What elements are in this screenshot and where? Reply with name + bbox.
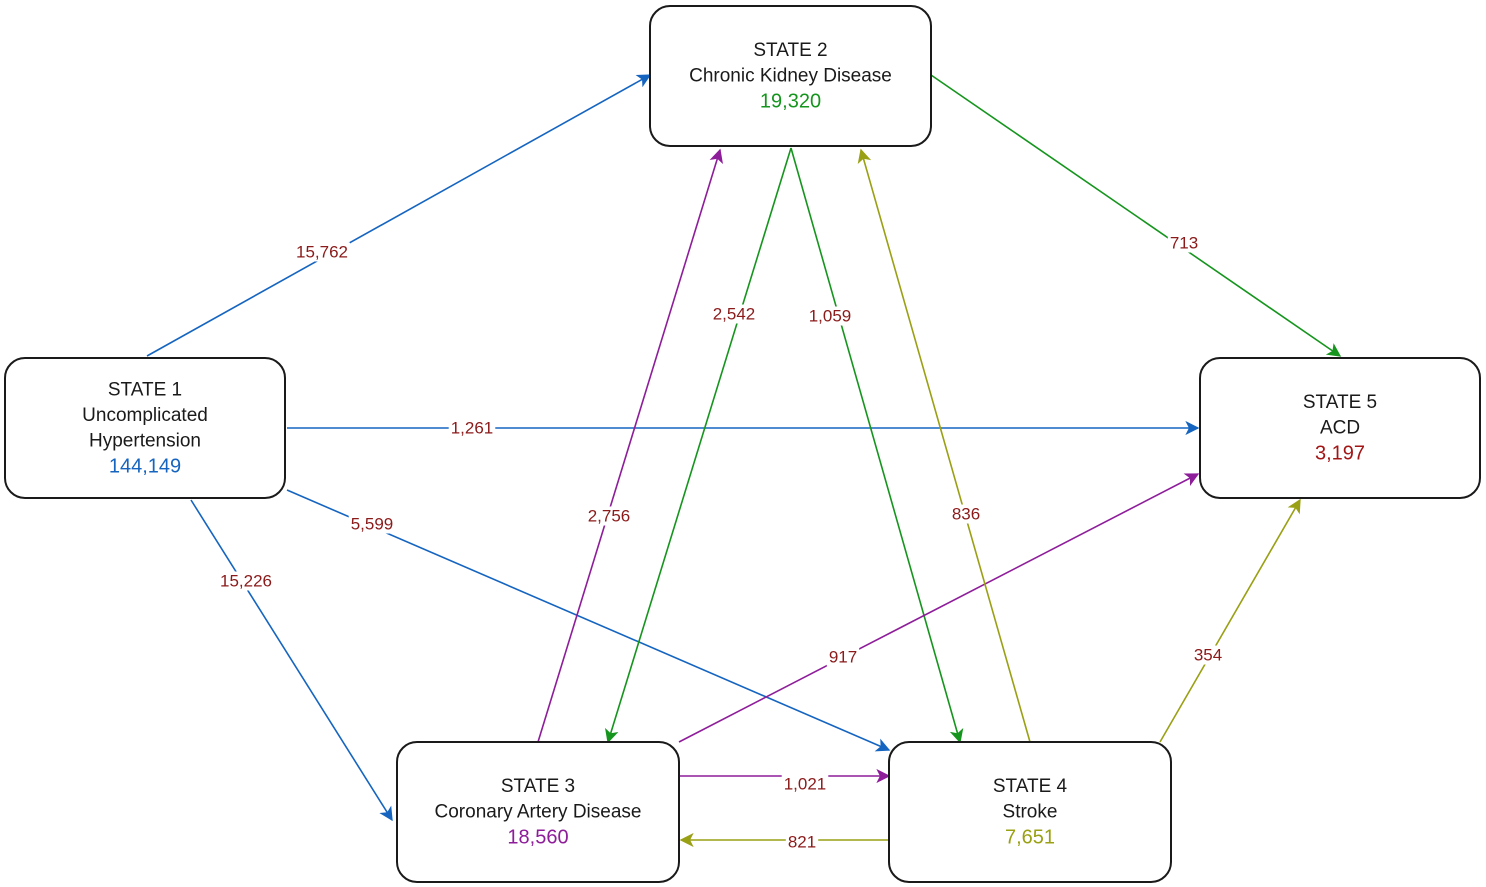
- edge-label-background: [294, 242, 350, 262]
- node-box: [1199, 357, 1481, 499]
- edge-s4-to-s3: 821: [679, 832, 889, 852]
- edge-arrow-line: [605, 147, 792, 744]
- node-name-label: Uncomplicated: [82, 405, 208, 426]
- edge-count-label: 2,542: [713, 305, 756, 324]
- edge-s2-to-s4: 1,059: [790, 147, 964, 744]
- node-state-label: STATE 3: [501, 776, 575, 797]
- node-state-2: STATE 2 Chronic Kidney Disease 19,320: [649, 5, 932, 147]
- edge-arrow-line: [930, 74, 1342, 357]
- node-state-label: STATE 1: [108, 379, 182, 400]
- edge-label-background: [710, 304, 758, 324]
- node-state-4: STATE 4 Stroke 7,651: [888, 741, 1172, 883]
- node-state-5: STATE 5 ACD 3,197: [1199, 357, 1481, 499]
- edges-layer: 15,762 1,261 5,599 15,226 713 2,542 1,059 2,756…: [146, 74, 1342, 852]
- edge-arrow-line: [146, 74, 652, 357]
- edge-count-label: 5,599: [351, 515, 394, 534]
- edge-arrow-line: [790, 147, 964, 744]
- node-count-value: 144,149: [109, 455, 181, 477]
- edge-s1-to-s5: 1,261: [287, 418, 1200, 438]
- node-count-value: 7,651: [1005, 827, 1055, 849]
- node-count-value: 19,320: [760, 91, 821, 113]
- edge-s1-to-s3: 15,226: [190, 499, 393, 822]
- node-box: [888, 741, 1172, 883]
- edge-count-label: 354: [1194, 646, 1222, 665]
- node-state-3: STATE 3 Coronary Artery Disease 18,560: [396, 741, 680, 883]
- edge-s4-to-s5: 354: [1159, 498, 1301, 743]
- edge-count-label: 2,756: [588, 507, 631, 526]
- edge-arrow-line: [190, 499, 393, 822]
- nodes-layer: STATE 1UncomplicatedHypertension144,149S…: [4, 5, 1481, 883]
- edge-label-background: [785, 832, 819, 852]
- edge-count-label: 1,021: [784, 775, 827, 794]
- edge-s1-to-s2: 15,762: [146, 74, 652, 357]
- edge-s1-to-s4: 5,599: [286, 489, 891, 752]
- node-name-label: ACD: [1320, 418, 1360, 439]
- edge-s3-to-s2: 2,756: [537, 148, 723, 743]
- edge-count-label: 821: [788, 833, 816, 852]
- edge-arrow-line: [537, 148, 723, 743]
- edge-count-label: 836: [952, 505, 980, 524]
- edge-label-background: [806, 306, 854, 326]
- node-count-value: 3,197: [1315, 443, 1365, 465]
- edge-s4-to-s2: 836: [857, 148, 1031, 743]
- edge-label-background: [218, 571, 274, 591]
- node-name-label: Coronary Artery Disease: [435, 802, 642, 823]
- edge-count-label: 15,226: [220, 572, 272, 591]
- node-state-label: STATE 2: [753, 40, 827, 61]
- edge-s3-to-s5: 917: [678, 473, 1200, 743]
- node-box: [649, 5, 932, 147]
- edge-arrow-line: [1159, 498, 1301, 743]
- edge-arrow-line: [857, 148, 1031, 743]
- edge-label-background: [781, 774, 829, 794]
- edge-arrow-line: [678, 473, 1200, 743]
- node-count-value: 18,560: [507, 827, 568, 849]
- edge-count-label: 15,762: [296, 243, 348, 262]
- edge-count-label: 1,059: [809, 307, 852, 326]
- node-state-label: STATE 5: [1303, 392, 1377, 413]
- edge-label-background: [448, 418, 496, 438]
- node-box: [396, 741, 680, 883]
- node-name-label: Hypertension: [89, 430, 201, 451]
- node-state-label: STATE 4: [993, 776, 1068, 797]
- edge-count-label: 1,261: [451, 419, 494, 438]
- edge-s2-to-s3: 2,542: [605, 147, 792, 744]
- node-name-label: Chronic Kidney Disease: [689, 66, 892, 87]
- edge-label-background: [585, 506, 633, 526]
- edge-label-background: [1167, 233, 1201, 253]
- edge-count-label: 917: [829, 648, 857, 667]
- node-box: [4, 357, 286, 499]
- edge-count-label: 713: [1170, 234, 1198, 253]
- edge-s3-to-s4: 1,021: [680, 769, 891, 794]
- node-name-label: Stroke: [1003, 802, 1058, 823]
- edge-label-background: [949, 504, 983, 524]
- edge-label-background: [1191, 645, 1225, 665]
- edge-label-background: [348, 514, 396, 534]
- edge-s2-to-s5: 713: [930, 74, 1342, 357]
- edge-label-background: [826, 647, 860, 667]
